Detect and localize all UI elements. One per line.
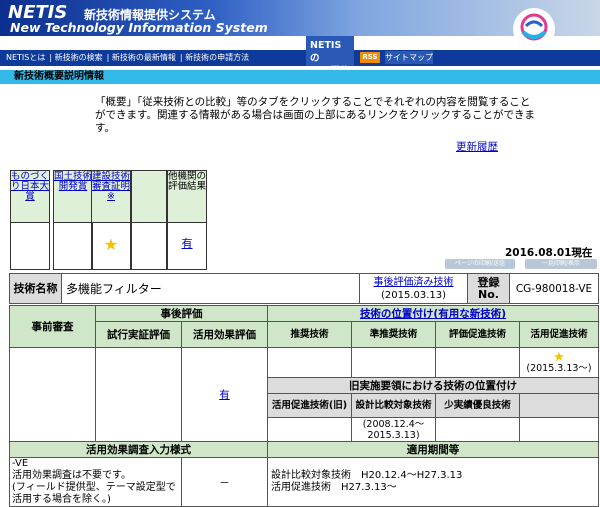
effect-header: 活用効果評価: [181, 321, 268, 348]
award-blank-label: [132, 171, 166, 223]
recommended-cell: [267, 347, 352, 378]
header-banner: [0, 0, 600, 36]
brand-logo-text[interactable]: NETIS: [8, 2, 68, 23]
eval-promo-cell: [435, 347, 520, 378]
section-title: 新技術概要説明情報: [0, 70, 600, 84]
use-promo-header: 活用促進技術: [519, 321, 599, 348]
design-compare-cell: (2008.12.4〜2015.3.13): [351, 417, 436, 442]
form-text-line2: 活用効果調査は不要です。: [12, 470, 131, 481]
star-icon: ★: [103, 235, 119, 254]
sitemap-button[interactable]: サイトマップ: [385, 51, 433, 64]
award-kensetsu-label[interactable]: 建設技術審査証明※: [92, 171, 130, 223]
nav-bar: [0, 50, 600, 66]
nav-item-search[interactable]: 新技術の検索: [54, 53, 103, 62]
use-promo-date: (2015.3.13〜): [526, 362, 592, 374]
rss-link[interactable]: NETISの RSS配信: [306, 36, 354, 77]
few-results-cell: [435, 417, 520, 442]
nav-links: NETISとは| 新技術の検索| 新技術の最新情報| 新技術の申請方法: [6, 53, 250, 62]
bulk-print-button[interactable]: 一括印刷/表示: [525, 259, 597, 269]
form-header: 活用効果調査入力様式: [9, 441, 268, 458]
nav-item-latest[interactable]: 新技術の最新情報: [111, 53, 176, 62]
few-results-header: 少実績優良技術: [435, 393, 520, 418]
reg-no-label: 登録No.: [467, 273, 510, 304]
post-eval-date: (2015.03.13): [380, 289, 447, 301]
reg-no: CG-980018-VE: [509, 273, 599, 304]
award-monodzukuri-label[interactable]: ものづくり日本大賞: [11, 171, 49, 223]
design-compare-header: 設計比較対象技術: [351, 393, 436, 418]
nav-item-about[interactable]: NETISとは: [6, 53, 46, 62]
form-text-cell: -VE 活用効果調査は不要です。 (フィールド提供型、テーマ設定型で活用する場合…: [9, 457, 182, 507]
trial-cell: [95, 347, 182, 442]
award-kokudo-label[interactable]: 国土技術開発賞: [54, 171, 92, 223]
award-other-agency: 他機関の評価結果 有: [167, 170, 207, 270]
quasi-cell: [351, 347, 436, 378]
old-blank-cell: [519, 417, 599, 442]
post-eval-cell: 事後評価済み技術 (2015.03.13): [359, 273, 468, 304]
pre-review-header: 事前審査: [9, 305, 96, 348]
period-header: 適用期間等: [267, 441, 599, 458]
evaluation-table: 事前審査 事後評価 技術の位置付け(有用な新技術) 試行実証評価 活用効果評価 …: [9, 305, 599, 507]
pre-review-cell: [9, 347, 96, 442]
award-blank: [131, 170, 167, 270]
date-info: 2016.08.01現在: [505, 247, 593, 259]
award-kokudo: 国土技術開発賞: [53, 170, 93, 270]
period-line1: 設計比較対象技術 H20.12.4〜H27.3.13: [271, 470, 463, 481]
award-other-agency-label: 他機関の評価結果: [168, 171, 206, 223]
form-text-line1: -VE: [12, 458, 29, 469]
period-cell: 設計比較対象技術 H20.12.4〜H27.3.13 活用促進技術 H27.3.…: [267, 457, 599, 507]
eval-promo-header: 評価促進技術: [435, 321, 520, 348]
nav-item-apply[interactable]: 新技術の申請方法: [185, 53, 250, 62]
star-icon: ★: [553, 349, 565, 365]
other-agency-link[interactable]: 有: [181, 237, 193, 250]
position-header: 技術の位置付け(有用な新技術): [267, 305, 599, 322]
post-eval-link[interactable]: 事後評価済み技術: [373, 276, 454, 288]
tech-name: 多機能フィルター: [61, 273, 360, 304]
mlit-logo-icon: [513, 8, 555, 50]
period-line2: 活用促進技術 H27.3.13〜: [271, 482, 397, 493]
tech-name-label: 技術名称: [9, 273, 62, 304]
old-blank-header: [519, 393, 599, 418]
form-text-line3: (フィールド提供型、テーマ設定型で活用する場合を除く。): [12, 482, 176, 505]
intro-text: 「概要」「従来技術との比較」等のタブをクリックすることでそれぞれの内容を閲覧する…: [95, 96, 535, 134]
position-link[interactable]: 技術の位置付け(有用な新技術): [359, 308, 507, 320]
print-send-button[interactable]: ページの印刷/送信: [445, 259, 515, 269]
brand-subtitle-en: New Technology Information System: [10, 20, 268, 35]
history-link[interactable]: 更新履歴: [456, 141, 498, 153]
award-kensetsu: 建設技術審査証明※ ★: [91, 170, 131, 270]
old-position-header: 旧実施要領における技術の位置付け: [267, 377, 599, 394]
tech-name-table: 技術名称 多機能フィルター 事後評価済み技術 (2015.03.13) 登録No…: [9, 273, 599, 304]
recommended-header: 推奨技術: [267, 321, 352, 348]
post-eval-header: 事後評価: [95, 305, 268, 322]
brand-subtitle-jp: 新技術情報提供システム: [84, 8, 216, 22]
old-use-cell: [267, 417, 352, 442]
effect-link[interactable]: 有: [219, 389, 230, 401]
quasi-header: 準推奨技術: [351, 321, 436, 348]
old-use-header: 活用促進技術(旧): [267, 393, 352, 418]
rss-icon[interactable]: RSS: [360, 52, 380, 63]
award-monodzukuri: ものづくり日本大賞: [10, 170, 50, 270]
trial-header: 試行実証評価: [95, 321, 182, 348]
effect-cell: 有: [181, 347, 268, 442]
form-dash-cell: －: [181, 457, 268, 507]
use-promo-cell: ★ (2015.3.13〜): [519, 347, 599, 378]
rss-label-line1: NETISの: [310, 40, 342, 64]
